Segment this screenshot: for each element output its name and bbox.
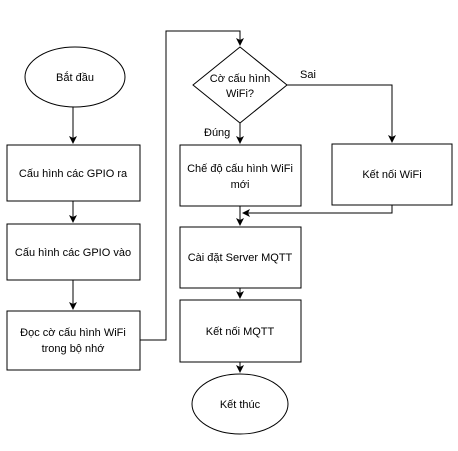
setup-mqtt-node: Cài đặt Server MQTT [179, 226, 302, 289]
gpio-output-label: Cấu hình các GPIO ra [19, 168, 128, 180]
edge-label-no: Sai [300, 69, 316, 81]
config-mode-label-line2: mới [231, 179, 250, 191]
read-flag-node: Đọc cờ cấu hình WiFi trong bộ nhớ [6, 310, 141, 371]
setup-mqtt-label: Cài đặt Server MQTT [188, 252, 293, 264]
config-mode-node: Chế độ cấu hình WiFi mới [179, 144, 302, 207]
decision-label-line2: WiFi? [226, 88, 254, 100]
gpio-input-node: Cấu hình các GPIO vào [6, 223, 141, 281]
edge-read-flag-to-decision [140, 30, 244, 341]
read-flag-label-line1: Đọc cờ cấu hình WiFi [20, 327, 126, 339]
end-node: Kết thúc [191, 373, 289, 435]
connect-mqtt-label: Kết nối MQTT [206, 326, 275, 338]
gpio-output-node: Cấu hình các GPIO ra [6, 144, 141, 202]
connect-mqtt-node: Kết nối MQTT [179, 299, 302, 363]
config-mode-label-line1: Chế độ cấu hình WiFi [187, 163, 293, 175]
edge-label-yes: Đúng [204, 127, 230, 139]
read-flag-label-line2: trong bộ nhớ [42, 343, 105, 355]
connect-wifi-node: Kết nối WiFi [331, 143, 453, 206]
end-label: Kết thúc [220, 399, 261, 411]
connect-wifi-label: Kết nối WiFi [362, 169, 421, 181]
start-node: Bắt đầu [24, 46, 126, 108]
decision-label-line1: Cờ cấu hình [210, 73, 270, 85]
edge-connect-wifi-to-merge [242, 205, 393, 217]
decision-node: Cờ cấu hình WiFi? [192, 46, 288, 124]
gpio-input-label: Cấu hình các GPIO vào [15, 247, 131, 259]
edge-decision-no [287, 84, 396, 143]
start-label: Bắt đầu [56, 71, 94, 84]
